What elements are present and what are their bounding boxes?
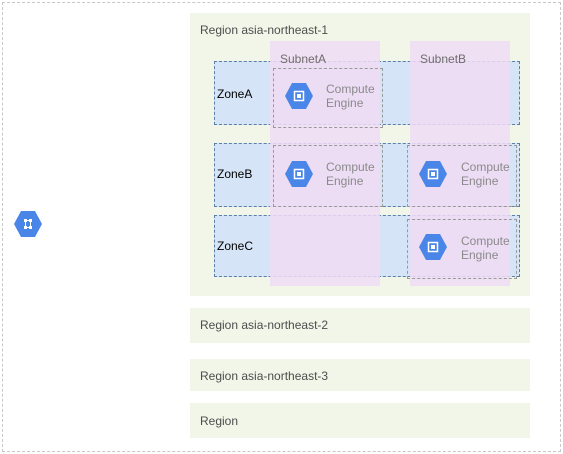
compute-engine-line2: Engine (326, 96, 364, 110)
network-hexagon-icon (14, 211, 42, 237)
region-generic: Region (190, 403, 530, 438)
compute-engine-label: Compute Engine (461, 234, 510, 262)
compute-engine-line1: Compute (461, 160, 510, 174)
compute-engine-line2: Engine (461, 248, 499, 262)
subnet-a: SubnetA (270, 41, 380, 286)
compute-engine-instance[interactable]: Compute Engine (273, 145, 383, 207)
region-label: Region (200, 414, 239, 428)
compute-engine-label: Compute Engine (326, 82, 375, 110)
region-asia-northeast-3: Region asia-northeast-3 (190, 359, 530, 391)
compute-engine-chip-icon (419, 161, 447, 187)
compute-engine-chip-icon (285, 161, 313, 187)
region-label: Region asia-northeast-1 (200, 23, 329, 37)
compute-engine-chip-icon (419, 234, 447, 260)
subnet-label: SubnetA (280, 52, 327, 66)
compute-engine-label: Compute Engine (326, 160, 375, 188)
compute-engine-line1: Compute (326, 82, 375, 96)
region-asia-northeast-2: Region asia-northeast-2 (190, 308, 530, 343)
compute-engine-line1: Compute (461, 234, 510, 248)
compute-engine-instance[interactable]: Compute Engine (273, 68, 383, 128)
region-label: Region asia-northeast-2 (200, 318, 329, 332)
region-label: Region asia-northeast-3 (200, 369, 329, 383)
zone-label-c: ZoneC (217, 239, 254, 253)
compute-engine-line1: Compute (326, 160, 375, 174)
zone-label-b: ZoneB (217, 167, 253, 181)
subnet-label: SubnetB (420, 52, 467, 66)
compute-engine-instance[interactable]: Compute Engine (407, 145, 517, 207)
compute-engine-line2: Engine (461, 174, 499, 188)
compute-engine-label: Compute Engine (461, 160, 510, 188)
compute-engine-line2: Engine (326, 174, 364, 188)
compute-engine-instance[interactable]: Compute Engine (407, 219, 517, 279)
compute-engine-chip-icon (285, 83, 313, 109)
zone-label-a: ZoneA (217, 87, 253, 101)
